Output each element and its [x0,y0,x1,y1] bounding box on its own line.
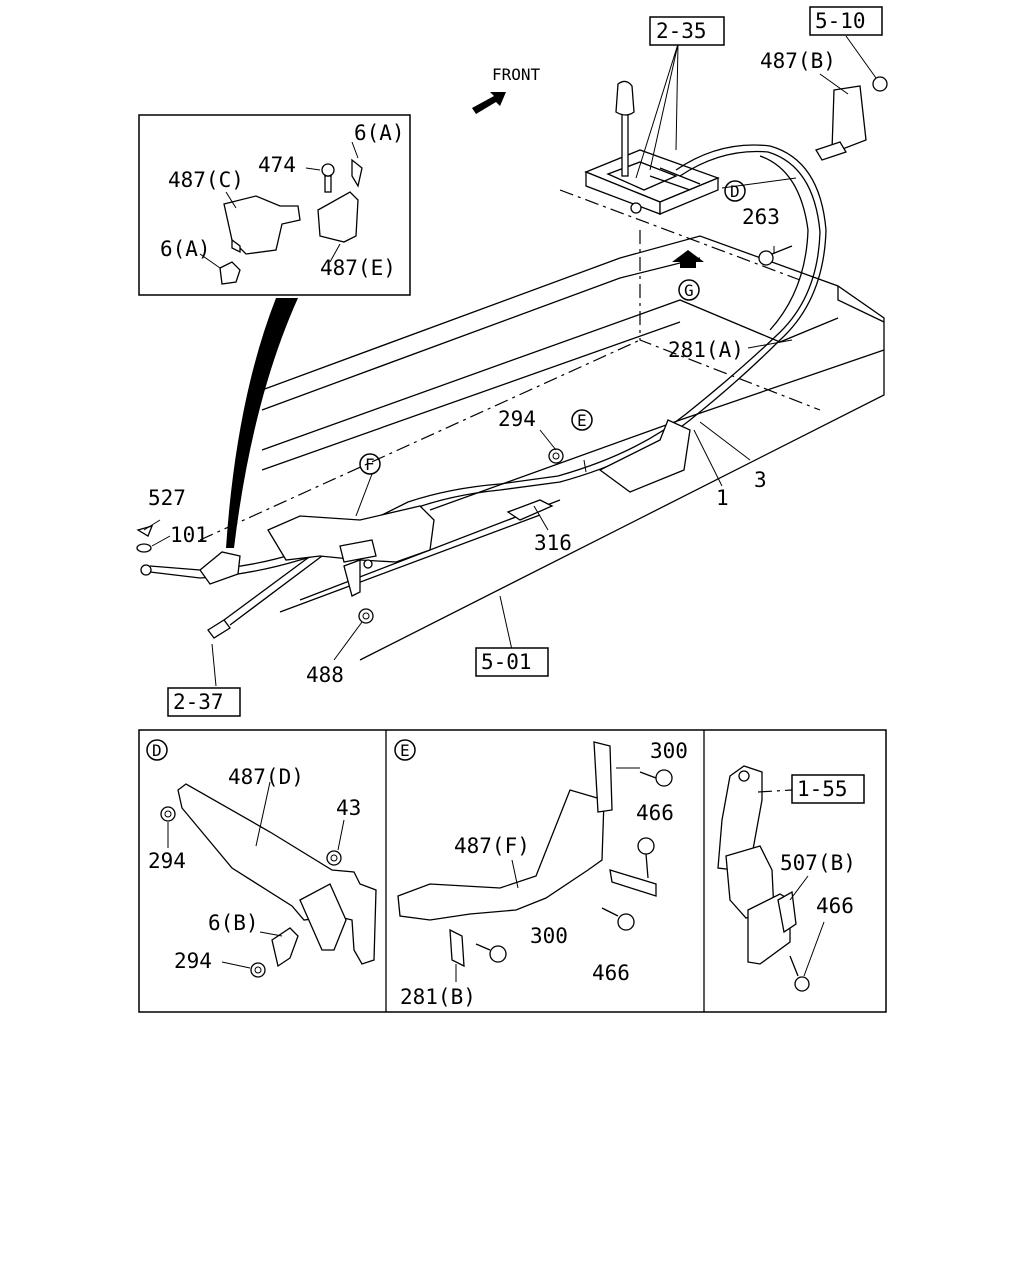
svg-text:2-35: 2-35 [656,19,707,43]
label-281a: 281(A) [668,338,744,362]
svg-text:6(B): 6(B) [208,911,259,935]
label-316: 316 [534,531,572,555]
bolt-300-bottom [475,943,507,963]
nut-5-10 [872,76,888,92]
svg-text:466: 466 [592,961,630,985]
front-label: FRONT [492,65,541,84]
bolt-466-bottom [601,907,635,931]
svg-text:281(B): 281(B) [400,985,476,1009]
svg-text:D: D [152,741,162,760]
svg-text:466: 466 [636,801,674,825]
front-direction: FRONT [472,65,541,114]
panel-e-detail: E 300 466 487(F) 300 466 281(B) [394,739,688,1009]
svg-text:5-10: 5-10 [815,9,866,33]
svg-text:G: G [684,281,694,300]
svg-text:487(E): 487(E) [320,256,396,280]
circle-e-marker: E [571,409,593,431]
svg-text:294: 294 [174,949,212,973]
svg-text:294: 294 [148,849,186,873]
panel-g-detail: 1-55 507(B) 466 [717,765,865,992]
label-1: 1 [716,486,729,510]
ref-box-5-10: 5-10 [809,6,883,36]
svg-text:487(D): 487(D) [228,765,304,789]
label-487b: 487(B) [760,49,836,73]
label-101: 101 [170,523,208,547]
part-527 [136,525,154,537]
label-3: 3 [754,468,767,492]
svg-text:300: 300 [650,739,688,763]
ref-box-5-01: 5-01 [475,647,549,677]
circle-g-marker: G [678,279,700,301]
bracket-e-main [598,419,691,493]
circle-f-marker: F [359,453,381,475]
label-488: 488 [306,663,344,687]
svg-text:1-55: 1-55 [797,777,848,801]
bolt-466-g [789,955,810,992]
svg-text:D: D [730,182,740,201]
ref-box-1-55: 1-55 [791,774,865,804]
leader-lines-main [143,35,877,687]
svg-text:2-37: 2-37 [173,690,224,714]
bracket-487b [831,85,867,151]
nut-294-main [548,448,564,464]
direction-arrow-g [672,250,704,268]
brake-cables [140,144,827,639]
ref-box-2-35: 2-35 [649,16,725,46]
ref-box-2-37: 2-37 [167,687,241,717]
panel-d-detail: D 487(D) 43 294 6(B) 294 [146,739,377,978]
bolt-466-top [637,837,655,879]
label-527: 527 [148,486,186,510]
circle-d-marker: D [724,180,746,202]
nut-294-d-bottom [250,962,266,978]
floor-outline [199,189,885,661]
bolt-263 [758,245,793,266]
shift-lever-assembly [584,80,720,215]
svg-text:E: E [400,741,410,760]
svg-text:487(F): 487(F) [454,834,530,858]
bracket-316 [506,499,554,521]
inset-f-detail: 6(A) 474 487(C) 6(A) 487(E) [138,114,411,296]
bolt-300-top [639,769,673,787]
part-101 [136,543,152,553]
bracket-101 [199,551,241,585]
svg-text:F: F [365,455,375,474]
nut-43 [326,850,342,866]
svg-text:6(A): 6(A) [160,237,211,261]
svg-text:5-01: 5-01 [481,650,532,674]
svg-text:487(C): 487(C) [168,168,244,192]
equalizer-bracket-f [267,505,435,597]
svg-text:E: E [577,411,587,430]
label-294-main: 294 [498,407,536,431]
label-263: 263 [742,205,780,229]
svg-text:43: 43 [336,796,361,820]
bottom-panels-frame [138,729,887,1013]
callout-sweep [226,298,298,548]
svg-text:466: 466 [816,894,854,918]
svg-text:507(B): 507(B) [780,851,856,875]
nut-488 [358,608,374,624]
svg-text:6(A): 6(A) [354,121,405,145]
svg-text:474: 474 [258,153,296,177]
svg-text:300: 300 [530,924,568,948]
nut-294-d-top [160,806,176,822]
